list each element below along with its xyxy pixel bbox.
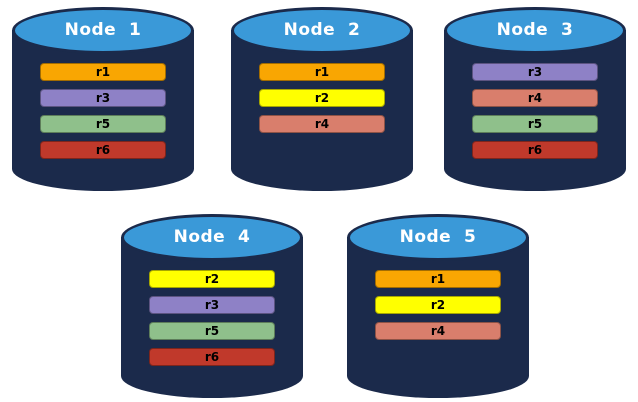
- replica-label: r6: [204, 350, 220, 364]
- replica-bar-r1: r1: [375, 270, 501, 288]
- replica-label: r6: [527, 143, 543, 157]
- replica-bar-r1: r1: [40, 63, 166, 81]
- replica-bar-r2: r2: [259, 89, 385, 107]
- cylinder-body: [444, 30, 626, 191]
- node-title: Node 5: [399, 226, 477, 247]
- replica-bars: r1 r2 r4: [347, 270, 529, 340]
- replica-label: r4: [314, 117, 330, 131]
- replica-bar-r3: r3: [472, 63, 598, 81]
- cylinder-top-ellipse: Node 4: [121, 214, 303, 261]
- replica-label: r5: [204, 324, 220, 338]
- node-cylinder-4: Node 4 r2 r3 r5 r6: [121, 214, 303, 398]
- replica-bar-r4: r4: [375, 322, 501, 340]
- replica-label: r3: [527, 65, 543, 79]
- replica-bars: r3 r4 r5 r6: [444, 63, 626, 159]
- replica-bar-r3: r3: [40, 89, 166, 107]
- replica-bar-r5: r5: [40, 115, 166, 133]
- replica-label: r5: [527, 117, 543, 131]
- replica-bars: r1 r2 r4: [231, 63, 413, 133]
- replica-bar-r5: r5: [472, 115, 598, 133]
- cylinder-top-ellipse: Node 1: [12, 7, 194, 54]
- cylinder-top-ellipse: Node 2: [231, 7, 413, 54]
- replica-label: r5: [95, 117, 111, 131]
- node-cylinder-3: Node 3 r3 r4 r5 r6: [444, 7, 626, 191]
- replica-label: r1: [95, 65, 111, 79]
- replica-bar-r5: r5: [149, 322, 275, 340]
- replica-bar-r4: r4: [259, 115, 385, 133]
- cylinder-top-ellipse: Node 5: [347, 214, 529, 261]
- replica-bar-r3: r3: [149, 296, 275, 314]
- replica-bar-r6: r6: [149, 348, 275, 366]
- replica-bar-r4: r4: [472, 89, 598, 107]
- replica-label: r1: [430, 272, 446, 286]
- node-cylinder-2: Node 2 r1 r2 r4: [231, 7, 413, 191]
- replica-bar-r2: r2: [149, 270, 275, 288]
- replica-bars: r1 r3 r5 r6: [12, 63, 194, 159]
- replica-bars: r2 r3 r5 r6: [121, 270, 303, 366]
- replica-bar-r2: r2: [375, 296, 501, 314]
- node-cylinder-5: Node 5 r1 r2 r4: [347, 214, 529, 398]
- replica-bar-r6: r6: [40, 141, 166, 159]
- node-title: Node 2: [283, 19, 361, 40]
- cylinder-top-ellipse: Node 3: [444, 7, 626, 54]
- node-title: Node 1: [64, 19, 142, 40]
- replica-label: r2: [314, 91, 330, 105]
- replica-label: r3: [95, 91, 111, 105]
- node-title: Node 4: [173, 226, 251, 247]
- node-title: Node 3: [496, 19, 574, 40]
- cylinder-body: [231, 30, 413, 191]
- replica-label: r2: [430, 298, 446, 312]
- replica-bar-r1: r1: [259, 63, 385, 81]
- replica-label: r1: [314, 65, 330, 79]
- replica-label: r2: [204, 272, 220, 286]
- replica-label: r4: [430, 324, 446, 338]
- cylinder-body: [12, 30, 194, 191]
- node-cylinder-1: Node 1 r1 r3 r5 r6: [12, 7, 194, 191]
- replica-label: r4: [527, 91, 543, 105]
- replica-label: r3: [204, 298, 220, 312]
- replica-bar-r6: r6: [472, 141, 598, 159]
- replica-label: r6: [95, 143, 111, 157]
- cylinder-body: [347, 237, 529, 398]
- cylinder-body: [121, 237, 303, 398]
